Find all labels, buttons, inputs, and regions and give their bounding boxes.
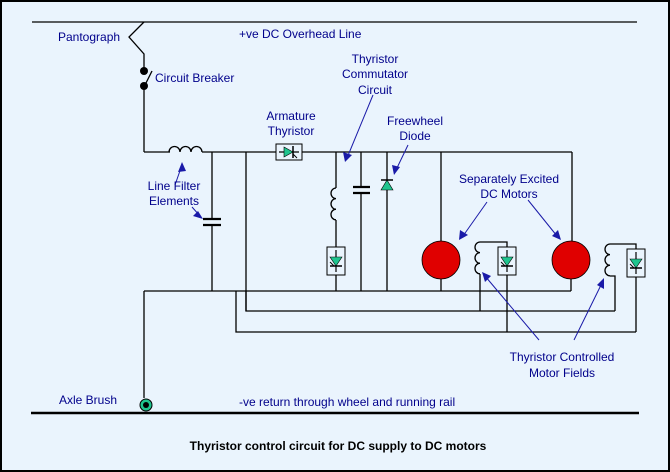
circuit-breaker-label: Circuit Breaker bbox=[155, 71, 234, 85]
diagram-caption: Thyristor control circuit for DC supply … bbox=[190, 439, 487, 453]
axle-brush-label: Axle Brush bbox=[59, 393, 117, 407]
motor-fields-label-2: Motor Fields bbox=[529, 366, 595, 380]
commutator-thyristor-icon bbox=[326, 246, 346, 276]
motor-field-1-coil-icon bbox=[474, 241, 481, 275]
pantograph-icon bbox=[128, 21, 145, 68]
line-filter-label-2: Elements bbox=[149, 194, 199, 208]
circuit-breaker-icon bbox=[140, 67, 153, 90]
motors-label-2: DC Motors bbox=[480, 187, 537, 201]
line-filter-label-1: Line Filter bbox=[148, 179, 201, 193]
dc-motor-1 bbox=[421, 240, 461, 280]
pantograph-label: Pantograph bbox=[58, 30, 120, 44]
armature-thyristor-label-1: Armature bbox=[266, 109, 316, 123]
freewheel-diode-icon bbox=[380, 179, 394, 191]
motor-field-2-coil-icon bbox=[604, 243, 611, 277]
pointer-arrows bbox=[174, 94, 604, 341]
motors-label-1: Separately Excited bbox=[459, 172, 559, 186]
dc-motor-2 bbox=[551, 240, 591, 280]
line-filter-capacitor-icon bbox=[203, 217, 221, 227]
line-filter-inductor-icon bbox=[168, 145, 203, 153]
commutator-capacitor-icon bbox=[353, 185, 370, 195]
overhead-line-label: +ve DC Overhead Line bbox=[239, 27, 362, 41]
freewheel-label-1: Freewheel bbox=[387, 114, 443, 128]
field-thyristor-1-icon bbox=[497, 246, 517, 276]
field-thyristor-2-icon bbox=[626, 248, 646, 278]
motor-fields-label-1: Thyristor Controlled bbox=[510, 350, 615, 364]
commutator-label-2: Commutator bbox=[342, 67, 408, 81]
freewheel-label-2: Diode bbox=[399, 129, 431, 143]
armature-thyristor-label-2: Thyristor bbox=[268, 124, 315, 138]
commutator-label-3: Circuit bbox=[358, 83, 393, 97]
return-label: -ve return through wheel and running rai… bbox=[239, 395, 455, 409]
axle-brush-icon bbox=[139, 398, 153, 412]
commutator-inductor-icon bbox=[330, 187, 337, 221]
commutator-label-1: Thyristor bbox=[352, 52, 399, 66]
armature-thyristor-icon bbox=[275, 143, 303, 161]
